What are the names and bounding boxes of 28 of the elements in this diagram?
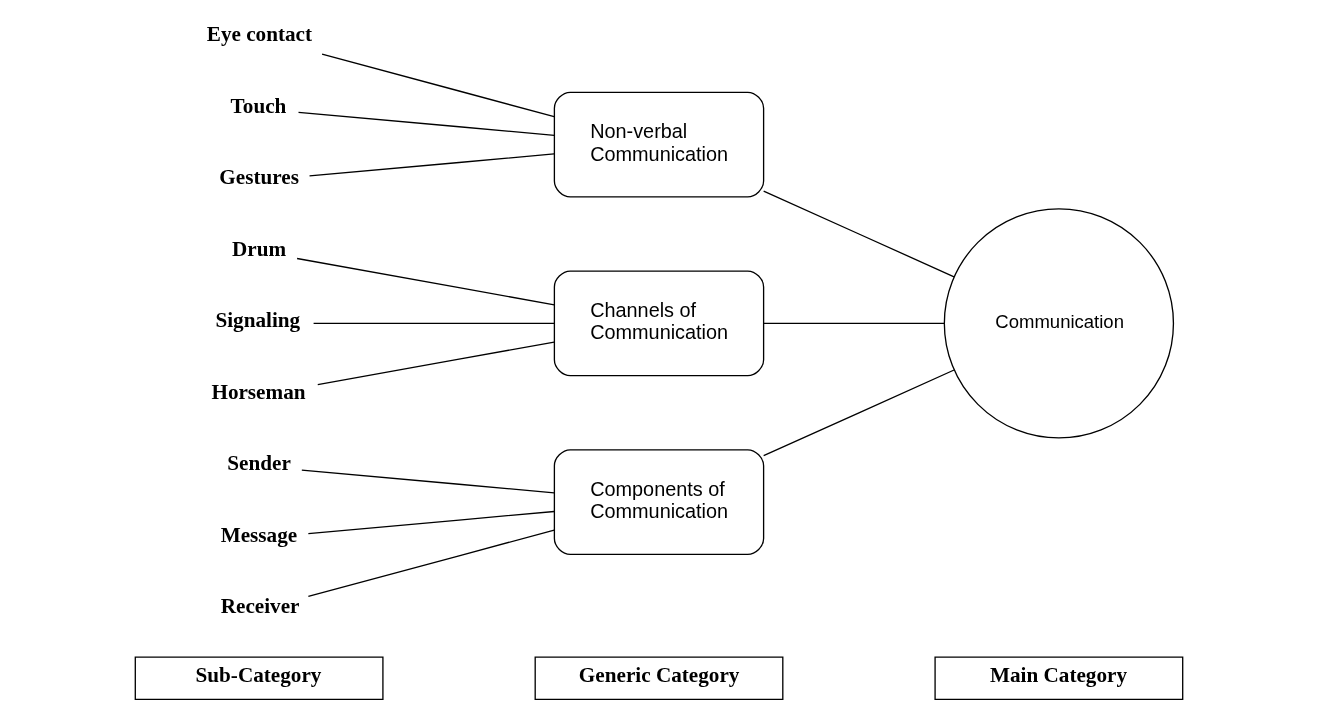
- connector: [763, 369, 955, 457]
- node-text: Drum: [231, 236, 287, 261]
- connector: [317, 341, 555, 386]
- node-text: Receiver: [220, 594, 300, 619]
- connector: [321, 53, 555, 118]
- node-box: Components of Communication: [553, 449, 765, 556]
- node-text: Signaling: [215, 308, 301, 333]
- node-box: Main Category: [934, 656, 1184, 701]
- connector: [307, 510, 555, 535]
- connector: [763, 322, 945, 325]
- connector: [308, 153, 555, 177]
- node-text: Sender: [227, 451, 291, 476]
- connector: [301, 469, 555, 494]
- node-box: Generic Category: [534, 656, 784, 701]
- node-text: Touch: [230, 93, 287, 118]
- connector: [296, 257, 555, 306]
- node-circle: Communication: [943, 208, 1175, 439]
- node-box: Channels of Communication: [553, 270, 765, 377]
- node-text: Gestures: [219, 165, 299, 190]
- node-box: Non-verbal Communication: [553, 91, 765, 198]
- connector: [763, 190, 955, 278]
- connector: [307, 529, 555, 598]
- node-text: Eye contact: [206, 22, 313, 47]
- connector: [312, 322, 555, 325]
- node-box: Sub-Category: [134, 656, 384, 701]
- node-text: Horseman: [211, 379, 306, 404]
- node-text: Message: [220, 522, 298, 547]
- connector: [297, 111, 555, 136]
